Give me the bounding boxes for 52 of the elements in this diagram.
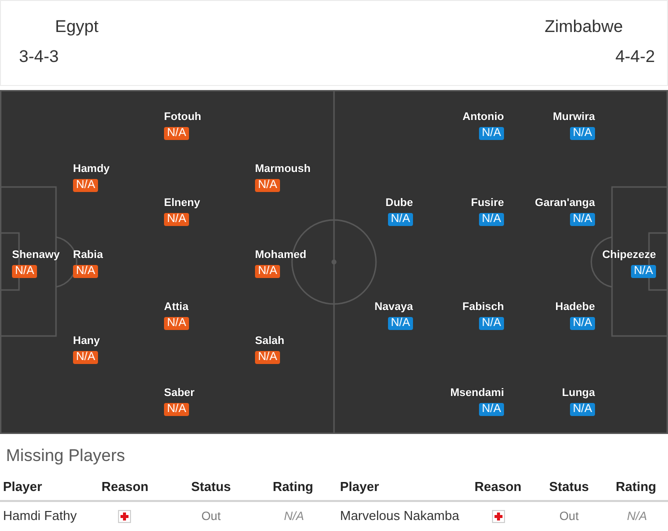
player-name: Fabisch [462,300,504,314]
player-name: Chipezeze [602,248,656,262]
player-name: Marmoush [255,162,311,176]
rating-badge: N/A [73,178,98,192]
rating-badge: N/A [12,264,38,278]
player-name: Antonio [462,110,504,124]
formation: 3-4-3 [19,46,59,68]
rating-badge: N/A [73,350,98,364]
player-name: Rabia [73,248,103,262]
player-name: Hamdi Fathy [3,508,77,524]
rating-badge: N/A [73,264,98,278]
rating-badge: N/A [164,126,190,140]
player-name: Msendami [450,386,504,400]
player-name: Fusire [470,196,504,210]
player-name: Hany [73,334,100,348]
column-header: Player [340,479,380,495]
player-name: Marvelous Nakamba [340,508,460,524]
player-name: Hamdy [73,162,110,176]
status-text: Out [559,508,579,524]
column-header: Reason [474,479,522,495]
player-name: Salah [255,334,284,348]
rating-badge: N/A [255,350,280,364]
column-header: Status [191,479,231,495]
player-name: Shenawy [12,248,60,262]
rating-badge: N/A [255,178,280,192]
rating-text: N/A [627,508,647,524]
column-header: Rating [616,479,656,495]
player-name: Attia [164,300,188,314]
player-name: Murwira [552,110,595,124]
column-header: Rating [272,479,314,495]
player-name: Saber [164,386,195,400]
team-name: Egypt [55,16,98,38]
column-header: Reason [102,479,148,495]
section-heading: Missing Players [6,446,126,466]
player-name: Dube [386,196,413,210]
rating-badge: N/A [164,212,190,226]
status-text: Out [201,508,221,524]
rating-badge: N/A [164,316,190,330]
column-header: Status [549,479,589,495]
rating-badge: N/A [164,402,190,416]
player-name: Mohamed [255,248,306,262]
column-header: Player [3,479,42,495]
player-name: Navaya [374,300,413,314]
player-name: Fotouh [164,110,202,124]
player-name: Hadebe [555,300,595,314]
rating-text: N/A [284,508,304,524]
rating-badge: N/A [255,264,280,278]
team-name: Zimbabwe [544,16,623,38]
player-name: Elneny [164,196,200,210]
formation: 4-4-2 [615,46,655,68]
player-name: Garan'anga [534,196,595,210]
player-name: Lunga [562,386,595,400]
